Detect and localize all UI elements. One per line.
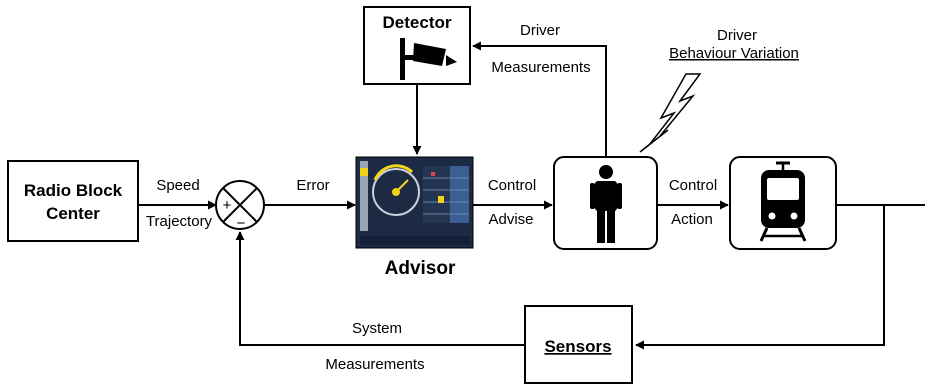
control-action-label-1: Control	[669, 177, 717, 194]
system-measurements-arrow	[235, 231, 525, 346]
trajectory-label: Trajectory	[146, 213, 213, 230]
summing-junction: + −	[215, 180, 265, 232]
driver-measurements-label-2: Measurements	[491, 59, 590, 76]
radio-block-center-label-line2: Center	[46, 204, 100, 223]
output-to-sensors-arrow	[635, 205, 885, 350]
plus-sign: +	[223, 197, 232, 214]
train-icon	[759, 161, 807, 242]
sensors-block: Sensors	[524, 305, 633, 384]
control-action-label-2: Action	[671, 211, 713, 228]
driver-measurements-arrow	[472, 41, 607, 157]
driver-block	[553, 156, 658, 250]
error-label: Error	[296, 177, 329, 194]
control-advise-label-2: Advise	[488, 211, 533, 228]
radio-block-center-label-line1: Radio Block	[24, 181, 123, 200]
minus-sign: −	[237, 215, 246, 232]
system-measurements-label-1: System	[352, 320, 402, 337]
lightning-bolt-icon	[639, 73, 702, 153]
radio-block-center-block: Radio Block Center	[7, 160, 139, 242]
detector-label: Detector	[383, 13, 452, 32]
sensors-label: Sensors	[544, 337, 611, 356]
train-block	[729, 156, 837, 250]
speed-label: Speed	[156, 177, 199, 194]
control-advise-label-1: Control	[488, 177, 536, 194]
system-measurements-label-2: Measurements	[325, 356, 424, 373]
detector-block: Detector	[363, 6, 471, 85]
driver-measurements-label-1: Driver	[520, 22, 560, 39]
variation-label-2: Behaviour Variation	[669, 45, 799, 62]
cctv-camera-icon	[400, 38, 457, 80]
advisor-label: Advisor	[385, 258, 456, 279]
advisor-screen	[355, 156, 474, 249]
person-icon	[590, 165, 622, 243]
variation-label-1: Driver	[717, 27, 757, 44]
